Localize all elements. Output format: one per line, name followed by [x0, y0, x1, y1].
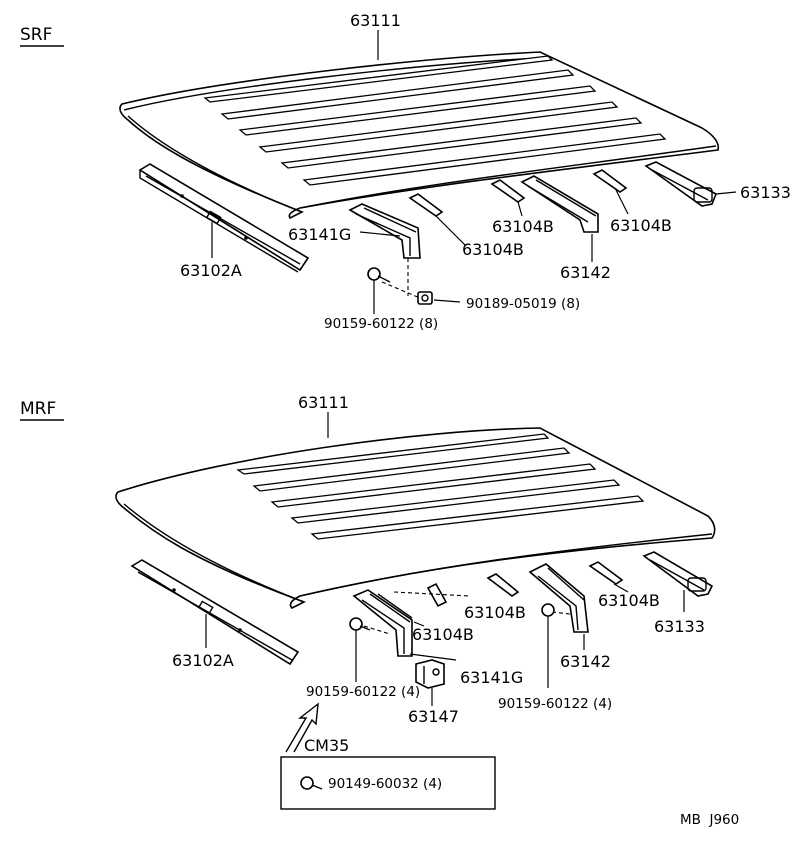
- srf-roof-panel: [119, 51, 720, 220]
- mrf-label-bolt-left: 90159-60122 (4): [306, 684, 420, 700]
- mrf-leader-bow-1: [413, 621, 425, 627]
- srf-bolt: [367, 267, 391, 283]
- srf-label-front-rail: 63102A: [180, 261, 242, 280]
- mrf-bolt-left: [349, 617, 371, 631]
- mrf-label-inset-bolt: 90149-60032 (4): [328, 776, 442, 792]
- mrf-dash-bolt-right: [551, 611, 571, 615]
- srf-bow-2: [490, 179, 526, 203]
- mrf-label-bracket-147: 63147: [408, 707, 459, 726]
- mrf-bow-3: [588, 561, 624, 585]
- srf-label-bracket: 63142: [560, 263, 611, 282]
- srf-section: SRF 63111 63102A: [20, 11, 791, 332]
- srf-label-bow-2: 63104B: [492, 217, 554, 236]
- mrf-bracket-g: [352, 589, 413, 657]
- srf-bow-3: [592, 169, 628, 193]
- mrf-bolt-right: [541, 603, 555, 617]
- mrf-bow-1: [426, 582, 448, 608]
- mrf-leader-bow-3: [613, 583, 629, 593]
- srf-label-bow-3: 63104B: [610, 216, 672, 235]
- mrf-label-bow-2: 63104B: [464, 603, 526, 622]
- mrf-leader-bracket-g: [409, 653, 457, 661]
- srf-bracket: [520, 175, 599, 233]
- mrf-label-bow-3: 63104B: [598, 591, 660, 610]
- srf-leader-bow-3: [615, 189, 629, 215]
- srf-leader-rear-trim: [715, 191, 737, 195]
- mrf-roof-panel: [115, 427, 716, 609]
- srf-bracket-g: [348, 203, 421, 259]
- srf-leader-bow-1: [435, 215, 467, 247]
- mrf-label-front-rail: 63102A: [172, 651, 234, 670]
- mrf-inset-box: 90149-60032 (4): [280, 756, 496, 810]
- mrf-label-roof-panel: 63111: [298, 393, 349, 412]
- srf-dash-diagonal: [381, 281, 421, 299]
- mrf-label-bolt-right: 90159-60122 (4): [498, 696, 612, 712]
- mrf-dash-top: [393, 591, 471, 597]
- mrf-section: MRF 63111 63102A: [20, 393, 716, 810]
- srf-leader-bracket-g: [359, 231, 401, 237]
- srf-nut: [417, 291, 433, 305]
- mrf-bracket-147: [415, 659, 445, 689]
- mrf-front-rail: [130, 559, 300, 666]
- mrf-bracket: [528, 563, 589, 633]
- srf-section-label: SRF: [20, 25, 52, 45]
- srf-leader-nut: [433, 299, 461, 303]
- mrf-rear-trim: [642, 551, 714, 597]
- srf-label-nut: 90189-05019 (8): [466, 296, 580, 312]
- mrf-label-bow-1: 63104B: [412, 625, 474, 644]
- mrf-section-label: MRF: [20, 399, 56, 419]
- mrf-dash-bolt-left: [363, 625, 391, 635]
- srf-label-rear-trim: 63133: [740, 183, 791, 202]
- srf-bow-1: [408, 193, 444, 217]
- srf-label-roof-panel: 63111: [350, 11, 401, 30]
- mrf-label-rear-trim: 63133: [654, 617, 705, 636]
- footer-code: MB J960: [680, 812, 739, 828]
- mrf-ref-arrow: [285, 702, 319, 753]
- mrf-bow-2: [486, 573, 520, 597]
- srf-front-rail: [138, 163, 310, 273]
- mrf-label-bracket: 63142: [560, 652, 611, 671]
- mrf-label-bracket-g: 63141G: [460, 668, 523, 687]
- srf-label-bracket-g: 63141G: [288, 225, 351, 244]
- srf-label-bolt: 90159-60122 (8): [324, 316, 438, 332]
- mrf-label-ref-code: CM35: [304, 736, 349, 755]
- srf-rear-trim: [644, 161, 718, 207]
- srf-label-bow-1: 63104B: [462, 240, 524, 259]
- srf-leader-bow-2: [517, 201, 523, 217]
